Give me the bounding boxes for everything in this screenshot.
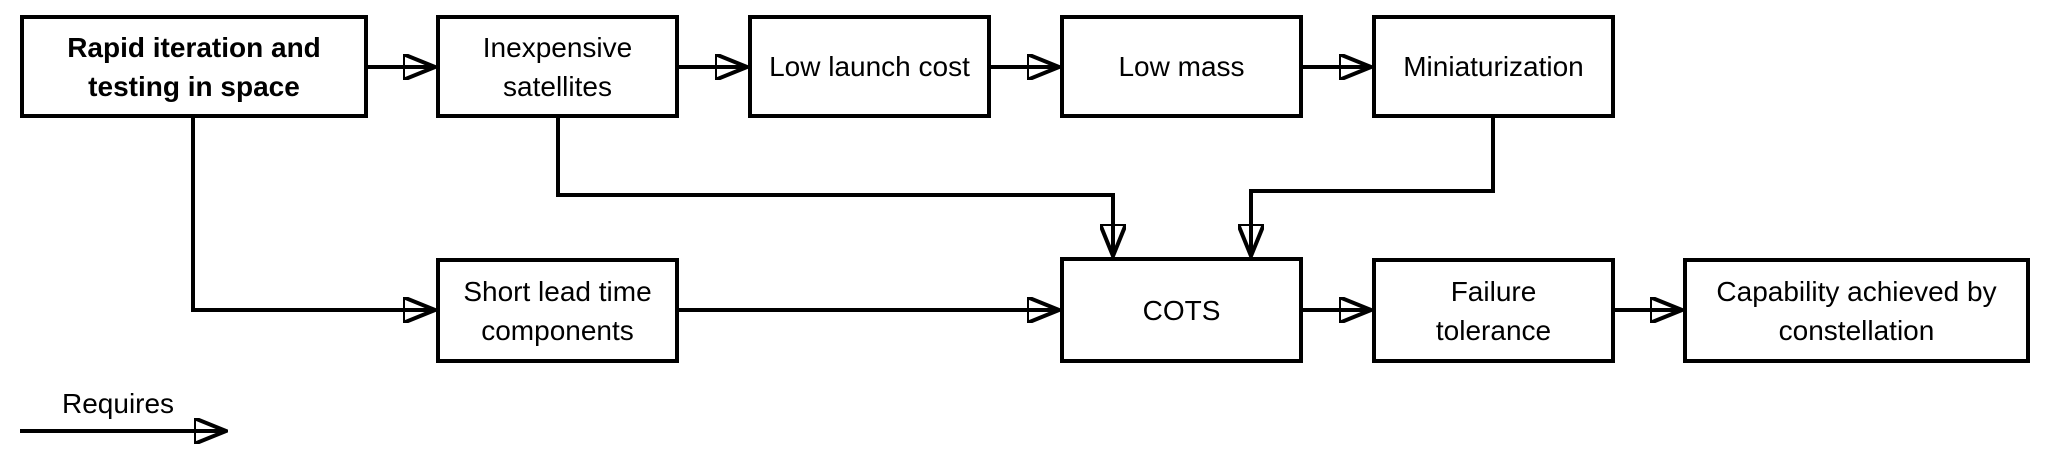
node-rapid-iteration-label: Rapid iteration and testing in space xyxy=(67,31,321,102)
node-failure-tolerance-label: Failure tolerance xyxy=(1435,275,1552,346)
node-capability-achieved-by-constellation: Capability achieved by constellation xyxy=(1683,258,2030,363)
node-cots: COTS xyxy=(1060,257,1303,363)
node-failure-tolerance: Failure tolerance xyxy=(1372,258,1615,363)
legend-requires-label: Requires xyxy=(62,388,175,419)
node-low-mass: Low mass xyxy=(1060,15,1303,118)
node-capability-achieved-by-constellation-label: Capability achieved by constellation xyxy=(1716,275,1997,346)
node-inexpensive-satellites: Inexpensive satellites xyxy=(436,15,679,118)
node-low-mass-label: Low mass xyxy=(1118,51,1245,82)
node-miniaturization: Miniaturization xyxy=(1372,15,1615,118)
node-miniaturization-label: Miniaturization xyxy=(1403,51,1584,82)
node-low-launch-cost-label: Low launch cost xyxy=(769,51,970,82)
node-short-lead-time-components-label: Short lead time components xyxy=(463,275,652,346)
node-cots-label: COTS xyxy=(1142,294,1221,326)
edge-rapid-to-shortleadtime-arrow xyxy=(191,118,434,310)
node-low-launch-cost: Low launch cost xyxy=(748,15,991,118)
node-rapid-iteration: Rapid iteration and testing in space xyxy=(20,15,368,118)
node-inexpensive-satellites-label: Inexpensive satellites xyxy=(482,31,633,102)
edge-miniaturization-to-cots-arrow xyxy=(1251,118,1495,255)
node-short-lead-time-components: Short lead time components xyxy=(436,258,679,363)
edge-inexpensive-to-cots-arrow xyxy=(556,118,1113,255)
